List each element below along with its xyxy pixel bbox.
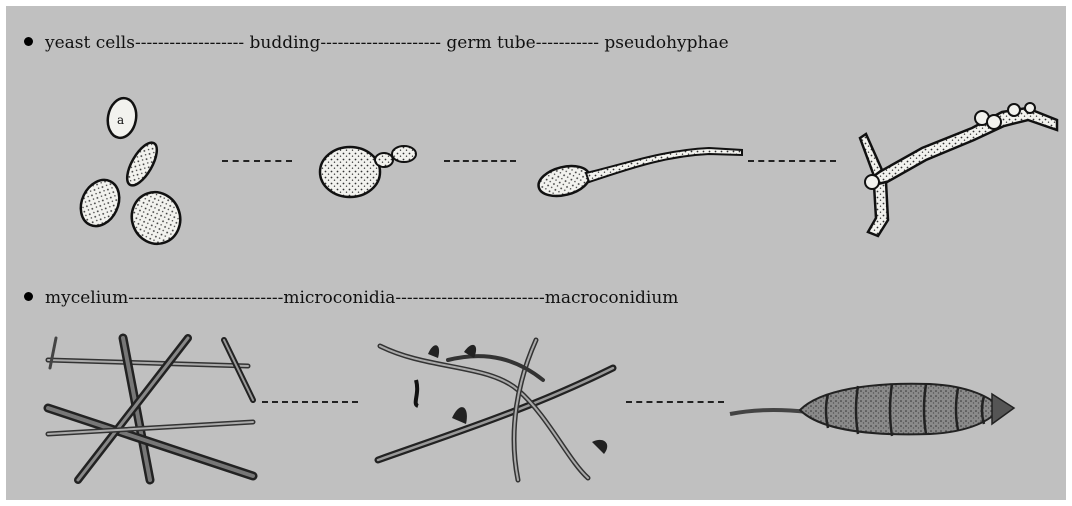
stage-sequence-row-2: mycelium---------------------------micro…	[24, 288, 678, 308]
connector-dashes	[444, 160, 516, 162]
label-mycelium: mycelium	[45, 288, 128, 308]
yeast-cells-illustration: a	[70, 90, 200, 250]
connector-dashes	[222, 160, 292, 162]
svg-text:a: a	[117, 113, 124, 127]
label-yeast-cells: yeast cells	[45, 33, 135, 53]
connector-dashes	[626, 401, 724, 403]
separator-dashes: ---------------------	[320, 33, 441, 53]
bullet-icon	[24, 292, 33, 301]
bullet-icon	[24, 37, 33, 46]
separator-dashes: -----------	[536, 33, 599, 53]
separator-dashes: -------------------	[135, 33, 244, 53]
stage-sequence-row-1: yeast cells------------------- budding--…	[24, 33, 729, 53]
pseudohyphae-illustration	[852, 100, 1067, 245]
mycelium-illustration	[48, 338, 258, 480]
connector-dashes	[748, 160, 836, 162]
label-macroconidium: macroconidium	[545, 288, 679, 308]
macroconidium-illustration	[730, 370, 1020, 450]
label-pseudohyphae: pseudohyphae	[604, 33, 728, 53]
label-germ-tube: germ tube	[446, 33, 535, 53]
label-budding: budding	[250, 33, 321, 53]
germ-tube-illustration	[534, 138, 749, 203]
separator-dashes: ---------------------------	[128, 288, 283, 308]
separator-dashes: --------------------------	[395, 288, 544, 308]
connector-dashes	[262, 401, 358, 403]
microconidia-illustration	[368, 340, 623, 480]
budding-illustration	[318, 140, 428, 200]
label-microconidia: microconidia	[283, 288, 395, 308]
